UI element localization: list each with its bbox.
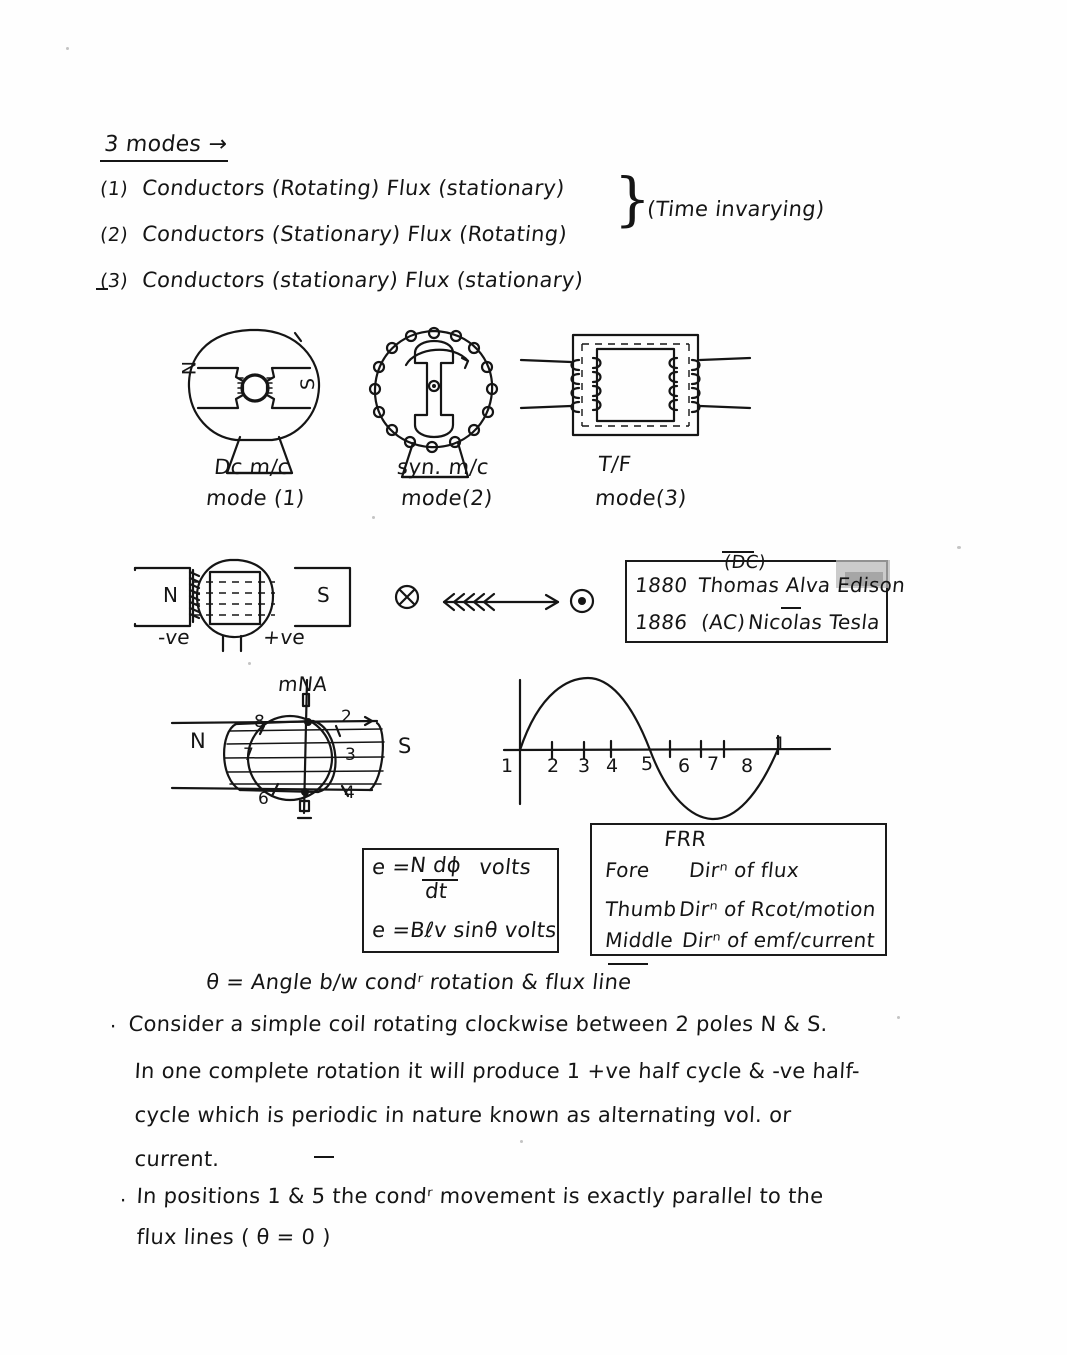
sine-waveform-plot [502,676,832,821]
dc-machine-label-1: Dc m/c [213,455,291,479]
frr-finger-thumb: Thumb [604,897,678,921]
transformer-label-1: T/F [597,452,633,476]
history-name-2-overline [781,607,801,609]
frr-box [590,823,887,956]
time-invarying-note: (Time invarying) [646,197,826,221]
formula-2-expression: Bℓv sinθ volts [409,918,558,942]
frr-meaning-middle: Dirⁿ of emf/current [681,928,877,952]
synchronous-machine-drawing [368,326,499,479]
transformer-label-2: mode(3) [594,486,688,510]
paper-speckle [66,47,69,50]
frr-meaning-fore: Dirⁿ of flux [688,858,801,882]
theta-definition: θ = Angle b/w condʳ rotation & flux line [205,970,633,994]
transformer-drawing [519,333,752,437]
mna-position-8: 8 [254,712,266,732]
mode-number-2: (2) [99,224,130,246]
wave-tick-1: 1 [501,755,514,777]
theta-note-mark [608,963,648,965]
bullet-marker-2: ⋅ [120,1188,127,1212]
paper-speckle [957,546,961,549]
frr-finger-middle: Middle [604,928,675,952]
mode-3-underline [96,288,108,290]
mode-number-1: (1) [99,178,130,200]
syn-machine-label-1: syn. m/c [396,455,491,479]
wave-tick-6: 6 [678,755,691,777]
coil-between-poles-drawing [133,558,420,653]
body-line-4: current. [134,1147,221,1171]
mna-diagram [170,678,385,820]
mna-pole-left-label: N [190,729,207,753]
mna-pole-right-label: S [398,734,412,758]
history-name-2: Nicolas Tesla [747,610,882,634]
mode-text-3: Conductors (stationary) Flux (stationary… [141,268,585,292]
page-title: 3 modes → [103,132,229,157]
history-box-smudge-inner [845,572,883,586]
formula-1-lhs: e = [371,855,412,879]
mna-label: mNA [277,672,329,696]
paper-speckle [248,662,251,665]
frr-title: FRR [663,827,708,851]
body-line-1: Consider a simple coil rotating clockwis… [128,1012,829,1036]
mna-position-3: 3 [345,745,357,765]
body-line-2: In one complete rotation it will produce… [134,1059,861,1083]
syn-machine-label-2: mode(2) [400,486,494,510]
mna-position-2: 2 [341,707,353,727]
title-underline [100,160,228,162]
frr-finger-fore: Fore [604,858,651,882]
wave-tick-8: 8 [741,755,754,777]
coil-terminal-right: +ve [262,625,307,649]
formula-1-unit: volts [478,855,533,879]
formula-2-lhs: e = [371,918,412,942]
coil-terminal-left: -ve [157,625,192,649]
dc-pole-right-label: S [297,377,319,390]
frr-meaning-thumb: Dirⁿ of Rcot/motion [678,897,878,921]
body-line-6: flux lines ( θ = 0 ) [136,1225,332,1249]
grouping-brace: } [614,165,651,233]
wave-tick-7: 7 [707,753,720,775]
dc-machine-drawing [187,328,321,475]
wave-tick-5: 5 [641,753,654,775]
body-line-3: cycle which is periodic in nature known … [134,1103,792,1127]
history-year-2: 1886 [634,610,689,634]
out-of-page-symbol [569,588,595,614]
coil-pole-left-label: N [163,583,179,607]
history-name-1: Thomas Alva Edison [697,573,907,597]
paper-speckle [372,516,375,519]
mna-position-6: 6 [258,789,270,809]
mna-position-7: 7 [243,745,255,765]
coil-pole-right-label: S [317,583,330,607]
wave-tick-3: 3 [578,755,591,777]
paper-speckle [520,1140,523,1143]
bullet-marker-1: ⋅ [110,1014,117,1038]
mode-text-1: Conductors (Rotating) Flux (stationary) [141,176,566,200]
wave-tick-9: 1 [774,733,787,755]
formula-1-fraction-bar [422,879,458,881]
dc-pole-left-label: N [177,361,199,376]
mna-position-4: 4 [344,783,356,803]
dc-machine-label-2: mode (1) [205,486,306,510]
body-line-5: In positions 1 & 5 the condʳ movement is… [136,1184,825,1208]
flux-direction-arrow [442,592,560,612]
history-dc-underline [722,551,754,553]
wave-tick-2: 2 [547,755,560,777]
history-box [625,560,888,643]
history-dc-header: (DC) [723,552,767,573]
history-year-1: 1880 [634,573,689,597]
wave-tick-4: 4 [606,755,619,777]
formula-1-numerator: N dϕ [409,853,463,877]
formula-box [362,848,559,953]
formula-1-denominator: dt [424,879,449,903]
history-type-2: (AC) [700,610,747,634]
mode-text-2: Conductors (Stationary) Flux (Rotating) [141,222,569,246]
paper-speckle [897,1016,900,1019]
body-stray-dash [314,1156,334,1158]
